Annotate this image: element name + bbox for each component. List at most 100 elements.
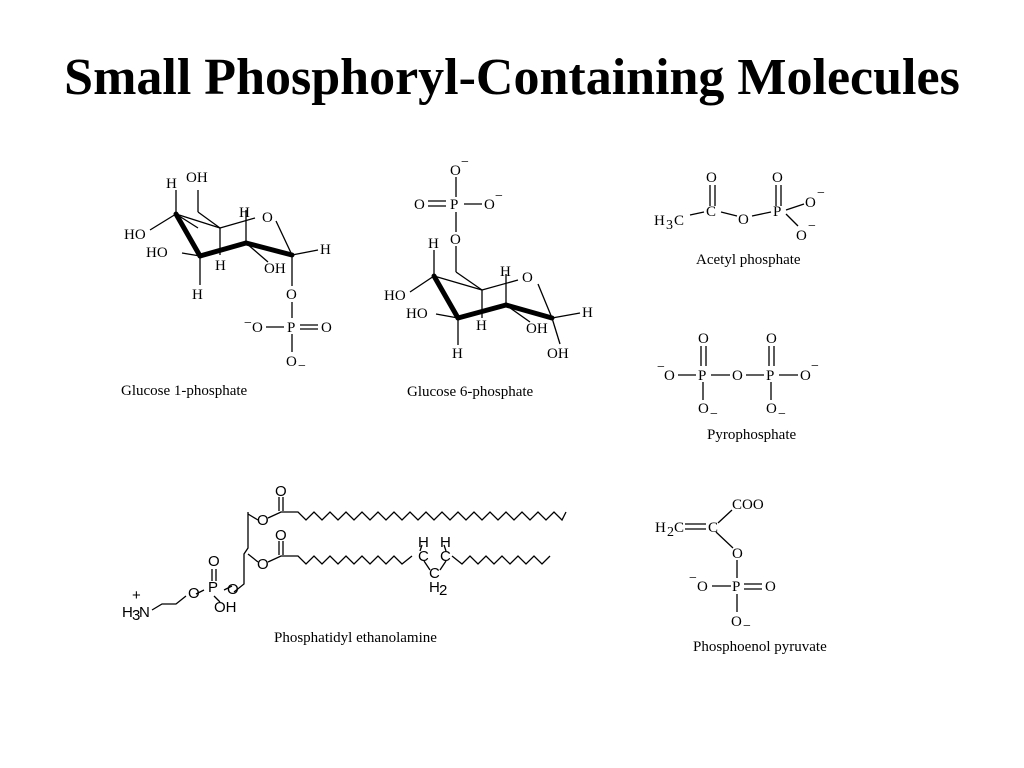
pyro-label: O (698, 331, 709, 347)
g1p-label: H (192, 287, 203, 303)
pe-label: H (418, 534, 429, 551)
pyro-label: − (657, 360, 665, 375)
pe-label: O (208, 553, 220, 570)
acetylp-label: O (805, 195, 816, 211)
pep-label: O (697, 579, 708, 595)
g1p-label: H (239, 205, 250, 221)
pe-label: OH (214, 599, 237, 616)
pe-label: P (208, 579, 218, 596)
g1p-label: H (320, 242, 331, 258)
g6p-label: O (450, 232, 461, 248)
pep-label: H (655, 520, 666, 536)
g6p-label: OH (547, 346, 569, 362)
acetylp-label: − (808, 219, 816, 234)
g1p-label: OH (264, 261, 286, 277)
pe-label: C (418, 548, 429, 565)
pyro-label: O (800, 368, 811, 384)
phosphoenol-pyruvate: COO H 2 C C O − O P O O − Phosphoenol py… (655, 497, 827, 655)
pep-label: O (731, 614, 742, 630)
pe-label: H (440, 534, 451, 551)
caption-glucose-6-phosphate: Glucose 6-phosphate (407, 384, 534, 400)
g1p-label: HO (146, 245, 168, 261)
g6p-label: − (461, 155, 469, 170)
g1p-label: H (166, 176, 177, 192)
g6p-label: H (452, 346, 463, 362)
pe-label: C (440, 548, 451, 565)
acetylp-label: 3 (666, 218, 673, 233)
pep-label: C (708, 520, 718, 536)
pyro-label: P (766, 368, 774, 384)
pyro-label: − (778, 407, 786, 422)
g6p-label: O (450, 163, 461, 179)
g6p-label: H (476, 318, 487, 334)
pe-label: 3 (132, 607, 140, 624)
acetyl-phosphate: O O H 3 C C O P O − O − Acetyl phosphate (654, 170, 825, 268)
caption-glucose-1-phosphate: Glucose 1-phosphate (121, 383, 248, 399)
phosphatidyl-ethanolamine: O O O O O P O OH O + H 3 N H H C C C H 2… (122, 483, 567, 646)
pyro-label: O (664, 368, 675, 384)
g1p-label: O (252, 320, 263, 336)
acetylp-label: O (772, 170, 783, 186)
g6p-label: H (428, 236, 439, 252)
g1p-label: O (286, 354, 297, 370)
pe-label: N (139, 604, 150, 621)
g6p-label: P (450, 197, 458, 213)
pe-label: O (275, 483, 287, 500)
g6p-label: H (500, 264, 511, 280)
pe-label: O (227, 581, 239, 598)
g1p-label: O (286, 287, 297, 303)
slide-title: Small Phosphoryl-Containing Molecules (64, 49, 960, 106)
pep-label: 2 (667, 525, 674, 540)
pyro-label: O (732, 368, 743, 384)
pyro-label: O (766, 401, 777, 417)
acetylp-label: − (817, 186, 825, 201)
caption-phosphatidyl-ethanolamine: Phosphatidyl ethanolamine (274, 630, 437, 646)
pyro-label: P (698, 368, 706, 384)
pe-label: O (188, 585, 200, 602)
g1p-label: H (215, 258, 226, 274)
pep-label: P (732, 579, 740, 595)
pe-label: C (429, 565, 440, 582)
glucose-6-phosphate: O − O P O − O H H O HO HO H OH H H OH Gl… (384, 155, 593, 400)
acetylp-label: P (773, 204, 781, 220)
pe-label: H (122, 604, 133, 621)
g6p-label: H (582, 305, 593, 321)
g6p-label: O (522, 270, 533, 286)
pe-label: O (275, 527, 287, 544)
caption-pyrophosphate: Pyrophosphate (707, 427, 797, 443)
acetylp-label: O (706, 170, 717, 186)
g1p-label: O (321, 320, 332, 336)
pyro-label: − (811, 359, 819, 374)
g1p-label: OH (186, 170, 208, 186)
acetylp-label: C (674, 213, 684, 229)
g6p-label: HO (406, 306, 428, 322)
pyro-label: O (766, 331, 777, 347)
pep-label: O (765, 579, 776, 595)
pep-label: COO (732, 497, 764, 513)
pep-label: C (674, 520, 684, 536)
pe-label: H (429, 579, 440, 596)
pyrophosphate: O O − O P O P O − O − O − Pyrophosphate (657, 331, 819, 443)
pe-label: + (132, 587, 141, 604)
acetylp-label: O (796, 228, 807, 244)
pe-label: O (257, 512, 269, 529)
g6p-label: O (414, 197, 425, 213)
caption-acetyl-phosphate: Acetyl phosphate (696, 252, 801, 268)
pe-label: 2 (439, 582, 447, 599)
g1p-label: − (244, 316, 252, 331)
g6p-label: OH (526, 321, 548, 337)
pep-label: − (689, 571, 697, 586)
acetylp-label: H (654, 213, 665, 229)
pe-label: O (257, 556, 269, 573)
g1p-label: HO (124, 227, 146, 243)
g6p-label: O (484, 197, 495, 213)
g6p-label: HO (384, 288, 406, 304)
glucose-1-phosphate: H OH H O HO HO H OH H H O O P O O − − Gl… (121, 170, 332, 399)
pyro-label: O (698, 401, 709, 417)
pep-label: − (743, 619, 751, 634)
acetylp-label: C (706, 204, 716, 220)
pyro-label: − (710, 407, 718, 422)
g1p-label: P (287, 320, 295, 336)
